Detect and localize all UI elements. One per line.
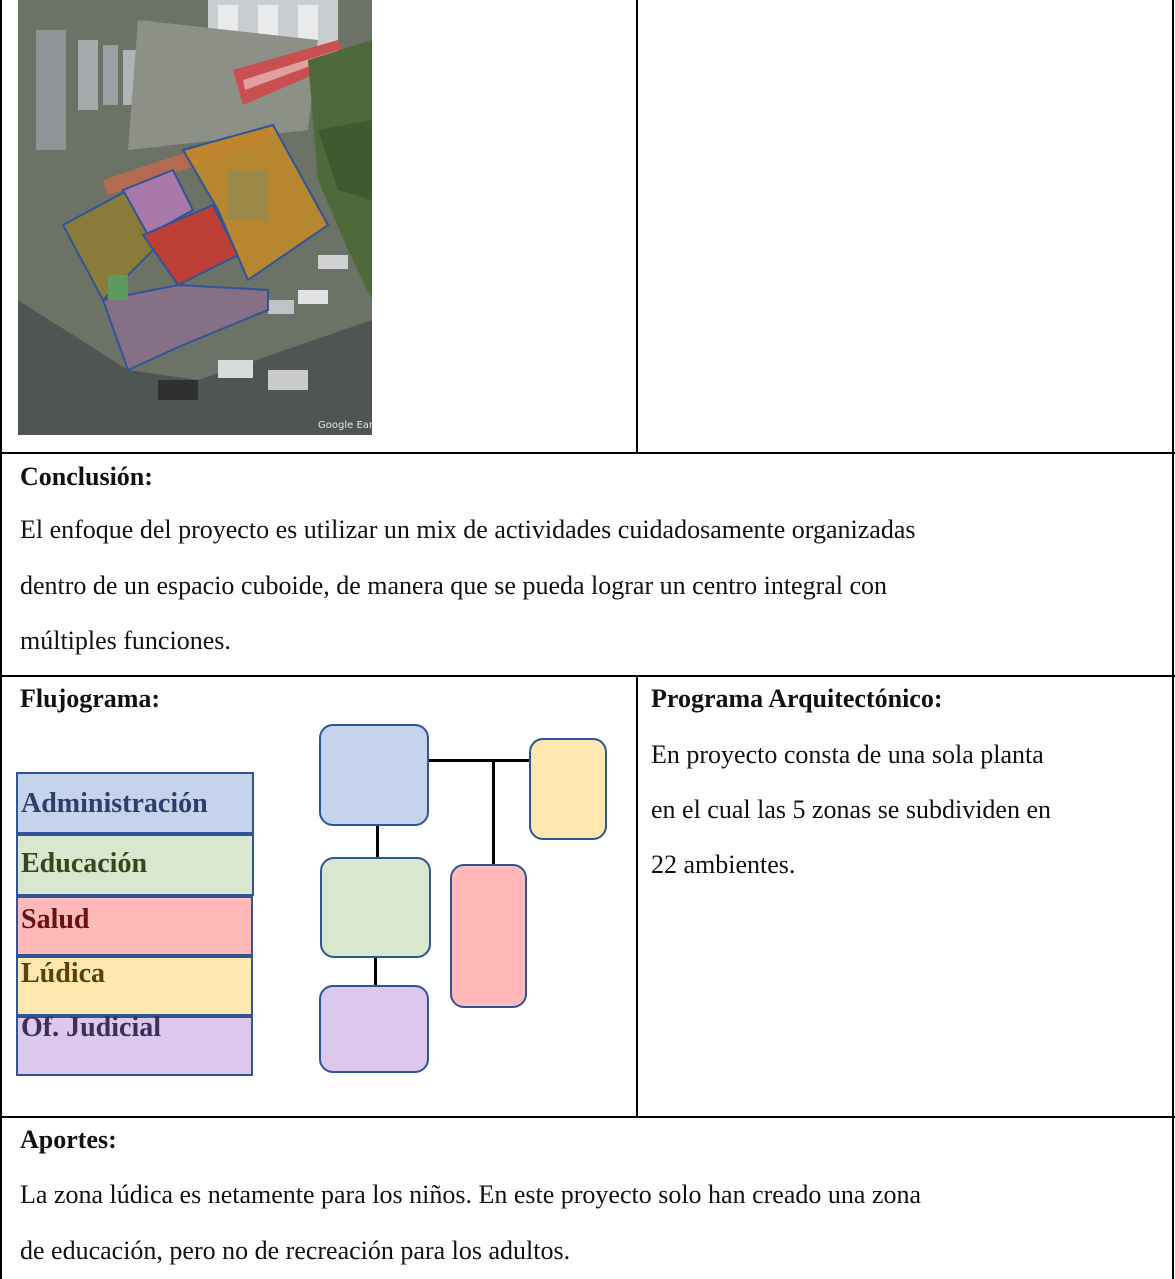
table-border-left: [0, 0, 2, 1279]
legend-educacion-label: Educación: [21, 848, 148, 879]
row-divider-1: [0, 452, 1175, 454]
legend-ludica: Lúdica: [16, 956, 253, 1016]
conclusion-line-2: dentro de un espacio cuboide, de manera …: [20, 571, 888, 600]
flow-box-administracion: [319, 724, 429, 826]
programa-heading: Programa Arquitectónico:: [651, 684, 943, 713]
programa-line-3: 22 ambientes.: [651, 850, 796, 879]
connector-educacion-judicial: [374, 956, 377, 991]
legend-administracion: Administración: [16, 772, 254, 834]
row-divider-2: [0, 675, 1175, 677]
aportes-line-2: de educación, pero no de recreación para…: [20, 1236, 571, 1265]
row3-divider-vertical: [636, 676, 638, 1117]
google-earth-watermark: Google Earth: [318, 420, 372, 431]
aerial-satellite-image: Google Earth: [18, 0, 372, 435]
flow-box-ludica: [529, 738, 607, 840]
conclusion-line-1: El enfoque del proyecto es utilizar un m…: [20, 515, 916, 544]
programa-line-1: En proyecto consta de una sola planta: [651, 740, 1044, 769]
legend-educacion: Educación: [16, 834, 254, 896]
flow-box-salud: [450, 864, 527, 1008]
flujograma-heading: Flujograma:: [20, 684, 161, 713]
legend-salud-label: Salud: [21, 904, 90, 935]
aportes-heading: Aportes:: [20, 1125, 117, 1154]
conclusion-line-3: múltiples funciones.: [20, 626, 231, 655]
legend-administracion-label: Administración: [21, 788, 208, 819]
aportes-line-1: La zona lúdica es netamente para los niñ…: [20, 1180, 921, 1209]
flow-box-of-judicial: [319, 985, 429, 1073]
conclusion-heading: Conclusión:: [20, 462, 153, 491]
connector-admin-educacion: [376, 826, 379, 860]
row1-divider-vertical: [636, 0, 638, 453]
legend-salud: Salud: [16, 896, 253, 956]
table-border-right: [1172, 0, 1174, 1279]
legend-ludica-label: Lúdica: [21, 958, 106, 989]
connector-admin-right: [428, 759, 532, 762]
flow-box-educacion: [320, 857, 431, 958]
legend-of-judicial: Of. Judicial: [16, 1014, 253, 1076]
connector-to-salud: [492, 760, 495, 866]
row-divider-3: [0, 1116, 1175, 1118]
legend-of-judicial-label: Of. Judicial: [21, 1012, 162, 1043]
programa-line-2: en el cual las 5 zonas se subdividen en: [651, 795, 1051, 824]
